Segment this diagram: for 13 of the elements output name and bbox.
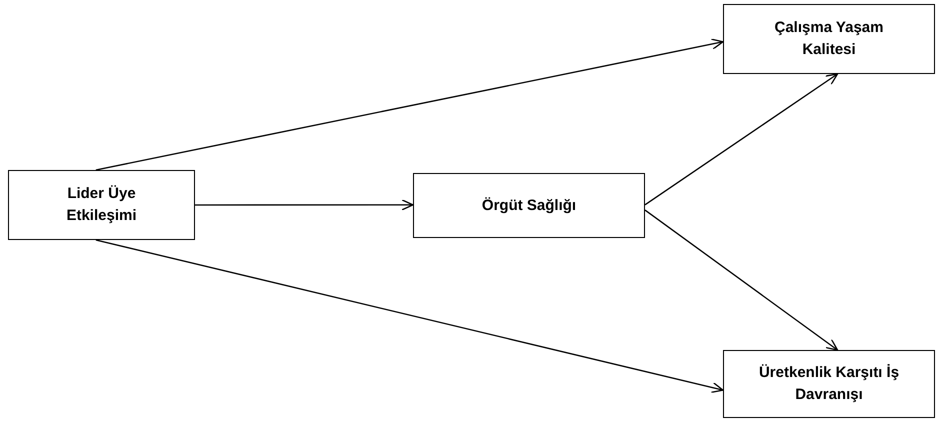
arrow xyxy=(96,239,724,394)
arrow xyxy=(644,210,838,351)
concept-box xyxy=(723,4,935,74)
concept-box xyxy=(723,350,935,418)
arrow xyxy=(644,73,838,206)
concept-label: Çalışma Yaşam Kalitesi xyxy=(774,18,884,60)
concept-label: Örgüt Sağlığı xyxy=(482,196,576,216)
concept-box xyxy=(413,173,645,238)
concept-label: Lider Üye Etkileşimi xyxy=(65,184,138,226)
arrow xyxy=(195,199,414,210)
concept-box xyxy=(8,170,195,240)
concept-label: Üretkenlik Karşıtı İş Davranışı xyxy=(758,363,900,405)
arrow xyxy=(96,38,724,171)
